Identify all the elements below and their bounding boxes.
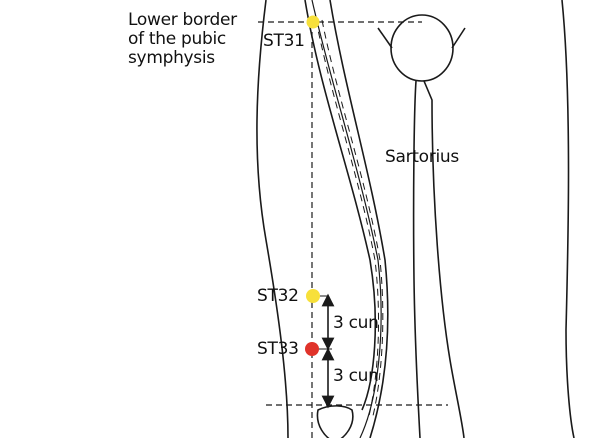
left-thigh-outline [256, 0, 289, 438]
femoral-head-icon [390, 14, 454, 82]
st31-label: ST31 [263, 31, 305, 51]
femur-shaft-left [412, 80, 421, 438]
landmark-label-line2: of the pubic [128, 29, 226, 49]
right-thigh-outline [561, 0, 575, 438]
patella-icon [316, 405, 354, 438]
sartorius-band-right [329, 0, 389, 438]
distance-upper-label: 3 cun [333, 313, 379, 333]
st31-point [306, 15, 320, 29]
sartorius-band-right-outer [311, 0, 382, 438]
st32-point [306, 289, 320, 303]
landmark-label-line3: symphysis [128, 48, 215, 68]
femur-shaft-right [423, 80, 465, 438]
st33-label: ST33 [257, 339, 299, 359]
landmark-label-line1: Lower border [128, 10, 237, 30]
sartorius-label: Sartorius [385, 147, 459, 167]
head-wing-right [451, 27, 466, 49]
distance-lower-label: 3 cun [333, 366, 379, 386]
st32-label: ST32 [257, 286, 299, 306]
head-wing-left [377, 27, 393, 49]
st33-point [305, 342, 319, 356]
sartorius-band-left [304, 0, 377, 411]
